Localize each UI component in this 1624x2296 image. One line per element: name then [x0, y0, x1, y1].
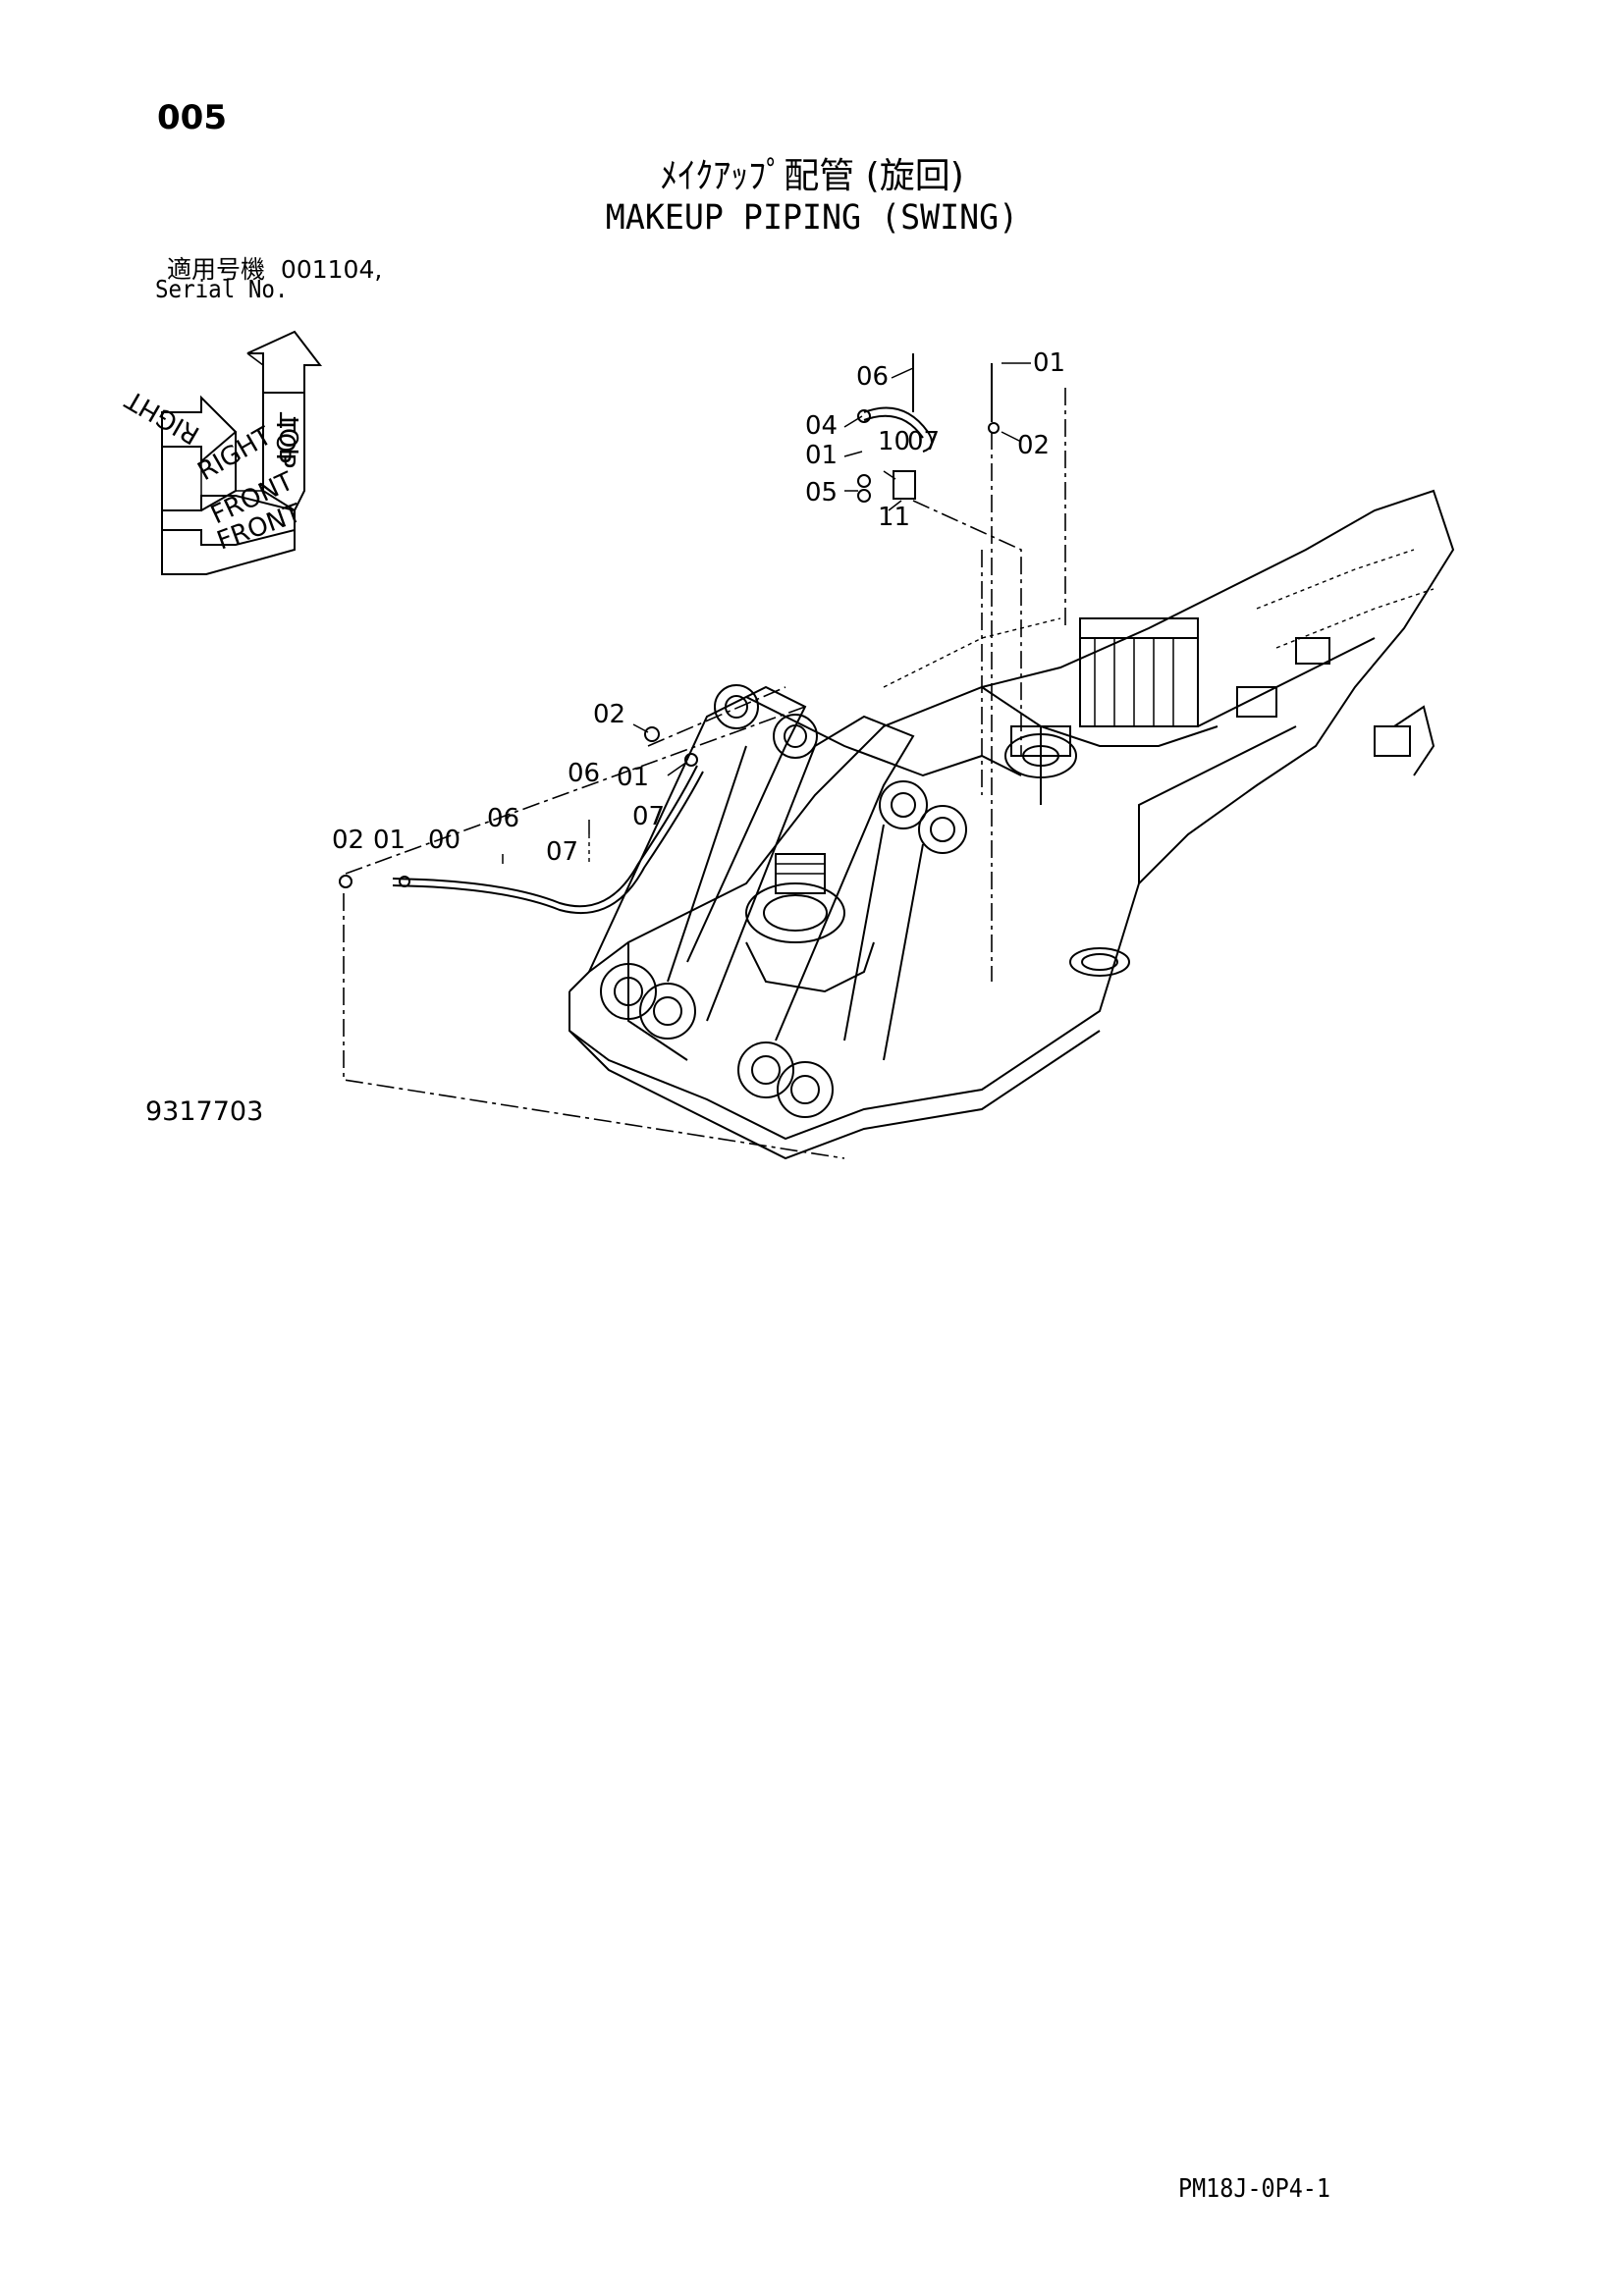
hose-run-left: [339, 726, 704, 915]
orientation-indicator: TOP TOP RIGHT RIGHT FRONT FRONT: [121, 330, 323, 575]
figure-number: 9317703: [145, 1096, 264, 1127]
callout-02-hose: 02: [593, 700, 625, 729]
callout-01-left: 01: [373, 826, 406, 855]
callout-02-top: 02: [1017, 431, 1050, 460]
title-english: MAKEUP PIPING (SWING): [605, 198, 1019, 238]
hose-assembly-upper: [857, 353, 1000, 503]
callout-05-top: 05: [805, 478, 838, 507]
callout-06-top: 06: [856, 362, 889, 392]
serial-label-jp-text: 適用号機: [167, 255, 266, 284]
callout-06-hose: 06: [568, 759, 600, 788]
callout-10-top: 10: [878, 427, 910, 456]
page-number: 005: [157, 98, 227, 137]
callout-leaders: [502, 362, 1031, 864]
orientation-top: TOP: [270, 416, 299, 468]
callout-01-hose: 01: [617, 763, 649, 792]
callout-00-left: 00: [428, 826, 460, 855]
orientation-top-mirror: TOP: [276, 411, 305, 463]
serial-label-english: Serial No.: [155, 275, 289, 303]
callout-02-left: 02: [332, 826, 364, 855]
callout-11-top: 11: [878, 503, 910, 532]
callout-04-top: 04: [805, 411, 838, 441]
callout-07-left: 07: [546, 837, 578, 867]
callout-01-top: 01: [1033, 348, 1065, 378]
callout-07-top: 07: [907, 427, 940, 456]
title-japanese: ﾒｲｸｱｯﾌﾟ配管 (旋回): [660, 156, 964, 196]
callout-07-hose: 07: [632, 802, 665, 831]
callout-06-left: 06: [487, 804, 519, 833]
upper-frame: [568, 489, 1455, 1160]
callout-labels: 06 01 04 07 02 01 10 05 11 02 06 01 07 0…: [332, 348, 1065, 867]
page-code: PM18J-0P4-1: [1178, 2174, 1330, 2204]
projection-lines: [343, 388, 1066, 1159]
serial-label-japanese: 適用号機 001104,: [167, 250, 382, 286]
callout-01-mid: 01: [805, 441, 838, 470]
serial-value: 001104,: [280, 255, 383, 284]
